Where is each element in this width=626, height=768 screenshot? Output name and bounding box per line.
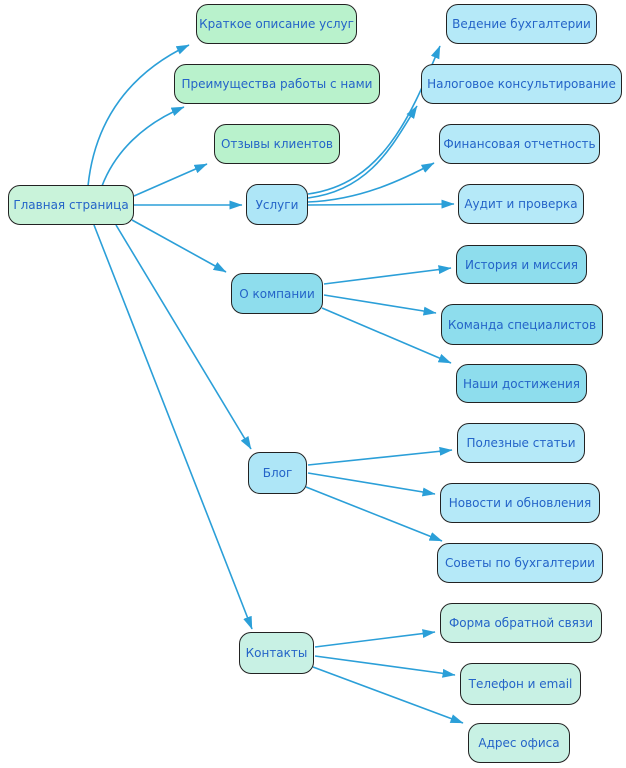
node-bookkeeping: Ведение бухгалтерии bbox=[446, 4, 597, 44]
node-tax-consulting: Налоговое консультирование bbox=[421, 64, 622, 104]
node-home: Главная страница bbox=[8, 185, 134, 225]
edge-home-to-blog bbox=[115, 224, 252, 450]
node-label-bookkeeping: Ведение бухгалтерии bbox=[452, 17, 591, 31]
node-contacts: Контакты bbox=[239, 632, 314, 674]
node-label-feedback-form: Форма обратной связи bbox=[448, 616, 594, 630]
node-feedback-form: Форма обратной связи bbox=[440, 603, 602, 643]
node-tips: Советы по бухгалтерии bbox=[437, 543, 603, 583]
node-label-phone-email: Телефон и email bbox=[468, 677, 573, 691]
node-services: Услуги bbox=[246, 184, 308, 225]
node-news: Новости и обновления bbox=[440, 483, 600, 523]
edge-blog-to-news bbox=[307, 472, 436, 497]
edge-services-to-financial-reports bbox=[307, 162, 435, 203]
node-financial-reports: Финансовая отчетность bbox=[439, 124, 600, 164]
edge-contacts-to-address bbox=[312, 666, 464, 724]
edge-about-to-team bbox=[323, 294, 437, 316]
node-label-tips: Советы по бухгалтерии bbox=[445, 556, 595, 570]
edge-services-to-audit bbox=[307, 199, 455, 209]
edge-services-to-tax-consulting bbox=[307, 105, 418, 199]
node-label-contacts: Контакты bbox=[245, 646, 308, 660]
node-label-tax-consulting: Налоговое консультирование bbox=[427, 77, 616, 91]
node-label-services: Услуги bbox=[255, 197, 299, 212]
edge-contacts-to-feedback-form bbox=[314, 629, 436, 648]
node-address: Адрес офиса bbox=[468, 723, 570, 763]
node-advantages: Преимущества работы с нами bbox=[174, 64, 380, 104]
node-label-team: Команда специалистов bbox=[447, 317, 597, 332]
node-label-reviews: Отзывы клиентов bbox=[220, 137, 333, 151]
node-phone-email: Телефон и email bbox=[460, 663, 581, 705]
node-about: О компании bbox=[231, 273, 323, 314]
edge-home-to-about bbox=[131, 219, 227, 273]
node-label-advantages: Преимущества работы с нами bbox=[181, 77, 373, 91]
node-articles: Полезные статьи bbox=[457, 423, 585, 463]
node-blog: Блог bbox=[248, 452, 307, 494]
edge-home-to-contacts bbox=[93, 224, 253, 630]
node-label-news: Новости и обновления bbox=[448, 496, 592, 510]
edge-home-to-services-desc bbox=[87, 44, 190, 187]
edge-contacts-to-phone-email bbox=[314, 655, 456, 678]
node-team: Команда специалистов bbox=[441, 304, 603, 345]
node-reviews: Отзывы клиентов bbox=[214, 124, 340, 164]
node-label-blog: Блог bbox=[262, 466, 293, 480]
node-label-financial-reports: Финансовая отчетность bbox=[443, 137, 596, 151]
edge-about-to-achievements bbox=[321, 307, 452, 364]
edge-blog-to-tips bbox=[305, 486, 443, 542]
node-history: История и миссия bbox=[456, 245, 587, 284]
node-services-desc: Краткое описание услуг bbox=[196, 4, 357, 44]
node-achievements: Наши достижения bbox=[456, 364, 587, 403]
edge-about-to-history bbox=[323, 265, 452, 285]
node-label-about: О компании bbox=[239, 286, 315, 301]
node-label-articles: Полезные статьи bbox=[466, 436, 576, 450]
edge-blog-to-articles bbox=[307, 446, 453, 466]
node-label-address: Адрес офиса bbox=[478, 736, 560, 750]
node-label-services-desc: Краткое описание услуг bbox=[199, 17, 354, 31]
node-label-history: История и миссия bbox=[464, 257, 579, 272]
node-label-home: Главная страница bbox=[13, 198, 129, 212]
node-audit: Аудит и проверка bbox=[458, 184, 584, 224]
edge-home-to-advantages bbox=[101, 106, 185, 187]
edge-home-to-reviews bbox=[133, 163, 208, 197]
node-label-achievements: Наши достижения bbox=[462, 376, 581, 391]
node-label-audit: Аудит и проверка bbox=[464, 197, 578, 211]
